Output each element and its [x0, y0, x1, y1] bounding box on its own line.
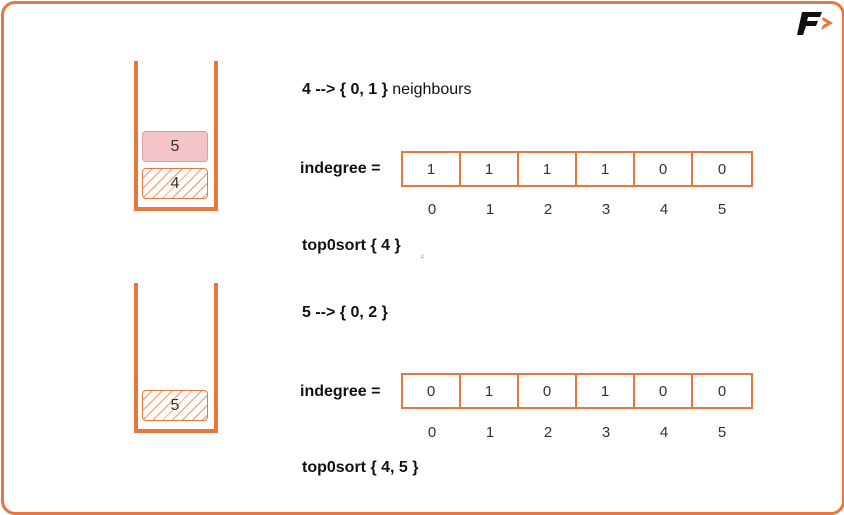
array-cell: 0 [635, 375, 693, 407]
brand-logo-icon [797, 12, 833, 35]
indegree-label-1: indegree = [300, 160, 381, 177]
array-cell: 0 [635, 153, 693, 185]
index-row-1: 0 1 2 3 4 5 [403, 201, 751, 218]
stack-item: 5 [142, 390, 208, 421]
stray-mark: c [421, 254, 424, 260]
array-index: 1 [485, 201, 495, 218]
array-cell: 1 [577, 375, 635, 407]
stack-item-label: 5 [170, 137, 180, 155]
topo-sort-text-1: top0sort { 4 } [302, 237, 401, 254]
stack-container-2: 5 [134, 283, 218, 433]
array-cell: 1 [519, 153, 577, 185]
array-cell: 0 [717, 160, 727, 178]
array-cell: 0 [403, 375, 461, 407]
stack-item-label: 5 [170, 396, 180, 414]
array-cell: 0 [519, 375, 577, 407]
array-cell: 1 [461, 153, 519, 185]
array-index: 3 [601, 424, 611, 441]
neighbours-text-2: 5 --> { 0, 2 } [302, 304, 388, 321]
stack-item: 4 [142, 168, 208, 199]
array-index: 5 [717, 201, 727, 218]
array-index: 0 [427, 201, 437, 218]
stack-item: 5 [142, 131, 208, 162]
array-index: 1 [485, 424, 495, 441]
indegree-label-2: indegree = [300, 383, 381, 400]
array-cell: 1 [403, 153, 461, 185]
stack-container-1: 5 4 [134, 61, 218, 211]
array-index: 2 [543, 424, 553, 441]
neighbours-text-1: 4 --> { 0, 1 } neighbours [302, 81, 471, 99]
stack-item-label: 4 [170, 174, 180, 192]
array-index: 4 [659, 201, 669, 218]
array-index: 4 [659, 424, 669, 441]
indegree-array-1: 1 1 1 1 0 0 [401, 151, 753, 187]
neighbours-tail: neighbours [392, 81, 472, 98]
indegree-array-2: 0 1 0 1 0 0 [401, 373, 753, 409]
array-index: 0 [427, 424, 437, 441]
array-cell: 0 [717, 382, 727, 400]
array-index: 3 [601, 201, 611, 218]
array-index: 2 [543, 201, 553, 218]
array-index: 5 [717, 424, 727, 441]
array-cell: 1 [577, 153, 635, 185]
array-cell: 1 [461, 375, 519, 407]
neighbours-head: 4 --> { 0, 1 } [302, 81, 388, 98]
index-row-2: 0 1 2 3 4 5 [403, 424, 751, 441]
topo-sort-text-2: top0sort { 4, 5 } [302, 459, 419, 476]
